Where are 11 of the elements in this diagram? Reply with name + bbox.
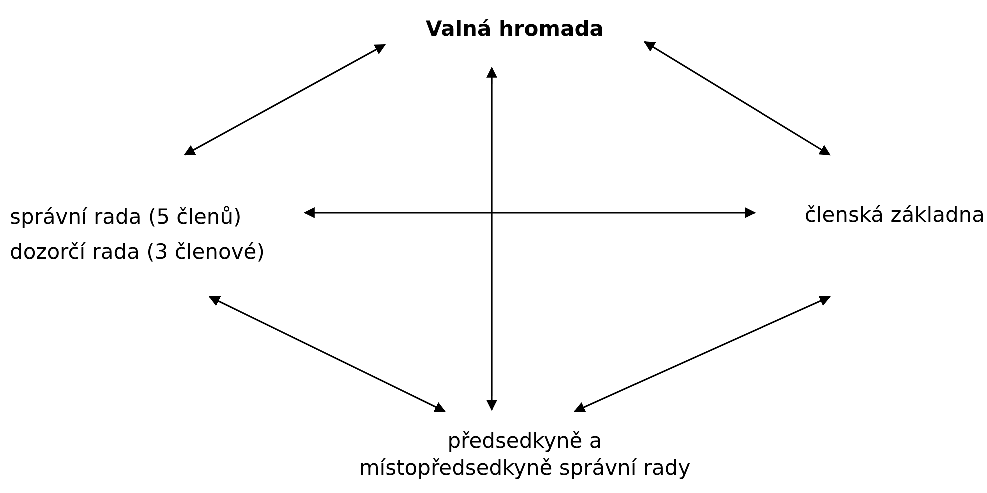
node-text: správní rada (5 členů) (10, 204, 242, 230)
double-arrow (644, 41, 831, 156)
node-text: předsedkyně a místopředsedkyně správní rady (358, 428, 692, 482)
double-arrow (208, 296, 446, 412)
node-text: dozorčí rada (3 členové) (10, 239, 265, 265)
double-arrow (184, 44, 386, 156)
heading-text: Valná hromada (425, 16, 605, 42)
double-arrow (304, 207, 756, 218)
double-arrow (574, 296, 831, 413)
node-text: členská základna (804, 202, 985, 228)
double-arrow (486, 66, 498, 412)
